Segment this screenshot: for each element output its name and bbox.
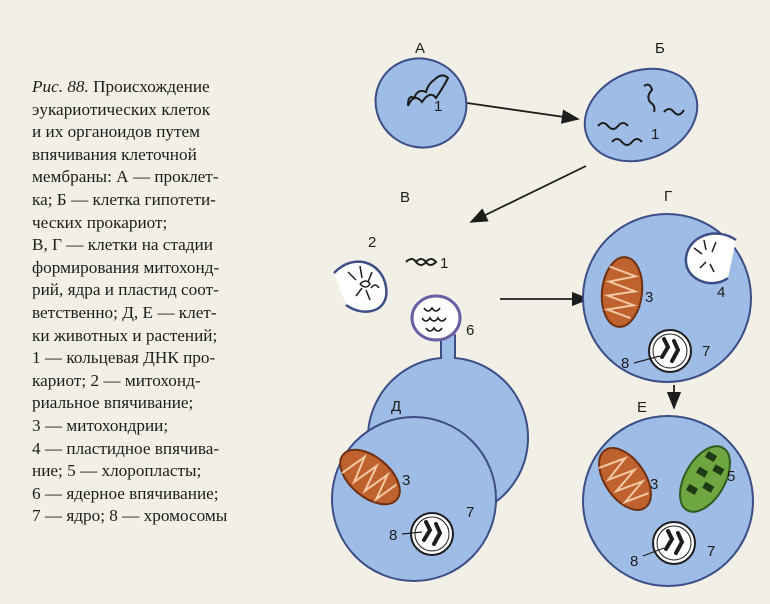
cell-v-letter: В <box>400 189 410 206</box>
cell-g-label-8: 8 <box>621 355 629 372</box>
dna-strand <box>663 108 685 116</box>
mitochondrion-cristae <box>347 265 373 301</box>
nucleus <box>647 328 693 374</box>
caption-line: 6 — ядерное впячивание; <box>32 483 219 503</box>
cell-g-label-7: 7 <box>702 343 710 360</box>
caption-line: 7 — ядро; 8 — хромосомы <box>32 506 228 526</box>
cell-d-label-8: 8 <box>389 527 397 544</box>
caption-line: ка; Б — клетка гипотети- <box>32 189 216 209</box>
caption-line: ки животных и растений; <box>32 325 218 345</box>
caption-line: кариот; 2 — митохонд- <box>32 370 201 390</box>
caption-line: рий, ядра и пластид соот- <box>32 280 219 300</box>
cell-b-membrane <box>583 67 699 163</box>
cell-e-label-3: 3 <box>650 476 658 493</box>
cell-a-letter: А <box>415 40 425 57</box>
caption-line: риальное впячивание; <box>32 393 194 413</box>
plastid-invagination <box>684 232 737 285</box>
caption-line: ветственно; Д, Е — клет- <box>32 302 217 322</box>
nucleus <box>409 511 455 557</box>
cell-v-label-6: 6 <box>466 322 474 339</box>
caption-line-0: Рис. 88. Происхождение <box>32 77 210 96</box>
cell-v-label-1: 1 <box>440 255 448 272</box>
cell-a-membrane <box>374 57 468 149</box>
cell-d-letter: Д <box>391 398 401 415</box>
dna-strand <box>611 138 643 146</box>
cell-d-label-3: 3 <box>402 472 410 489</box>
caption-line: мембраны: А — проклет- <box>32 167 219 187</box>
cell-b-letter: Б <box>655 40 665 57</box>
caption-line: и их органоидов путем <box>32 122 200 142</box>
caption-line: В, Г — клетки на стадии <box>32 235 213 255</box>
cell-e-label-8: 8 <box>630 553 638 570</box>
chloroplast <box>679 445 731 513</box>
nuclear-invagination <box>410 294 462 342</box>
cell-e-label-5: 5 <box>727 468 735 485</box>
cell-g-letter: Г <box>664 188 672 205</box>
caption-line: впячивания клеточной <box>32 144 197 164</box>
chromosome-pointer <box>642 547 665 557</box>
cell-e: Е 3 5 8 7 <box>582 399 754 587</box>
cell-e-label-7: 7 <box>707 543 715 560</box>
dna-strand <box>643 83 656 113</box>
circular-dna <box>405 258 438 266</box>
caption-line: формирования митохонд- <box>32 257 220 277</box>
cell-g-label-4: 4 <box>717 284 725 301</box>
cell-g: Г 3 4 8 7 <box>582 188 752 383</box>
cell-b: Б 1 <box>583 40 699 163</box>
cell-d-membrane <box>331 416 497 582</box>
circular-dna <box>407 74 450 107</box>
figure-number: Рис. 88. <box>32 77 89 96</box>
caption-line: 1 — кольцевая ДНК про- <box>32 348 216 368</box>
plastid-cristae <box>693 239 717 273</box>
circular-dna <box>359 280 380 289</box>
caption-line: эукариотических клеток <box>32 99 211 119</box>
chromosome-pointer <box>401 531 423 535</box>
cell-d: Д 3 8 7 <box>329 398 497 582</box>
cell-a-label-1: 1 <box>434 98 442 115</box>
nucleus <box>651 520 697 566</box>
cell-g-label-3: 3 <box>645 289 653 306</box>
arrow-a-to-b <box>466 102 580 124</box>
dna-strand <box>597 122 629 130</box>
mitochondrial-invagination <box>333 260 388 313</box>
caption-line: ческих прокариот; <box>32 212 168 232</box>
figure-caption: Рис. 88. Происхождение эукариотических к… <box>32 76 312 528</box>
caption-line: 4 — пластидное впячива- <box>32 438 220 458</box>
cell-v-label-2: 2 <box>368 234 376 251</box>
arrow-b-to-v <box>469 165 587 223</box>
nuclear-dna <box>421 306 447 332</box>
caption-line: 3 — митохондрии; <box>32 415 169 435</box>
cell-b-label-1: 1 <box>651 126 659 143</box>
cell-a: А 1 <box>374 40 468 149</box>
chromosome-pointer <box>633 355 661 364</box>
cell-d-label-7: 7 <box>466 504 474 521</box>
caption-line: ние; 5 — хлоропласты; <box>32 461 202 481</box>
cell-e-letter: Е <box>637 399 647 416</box>
